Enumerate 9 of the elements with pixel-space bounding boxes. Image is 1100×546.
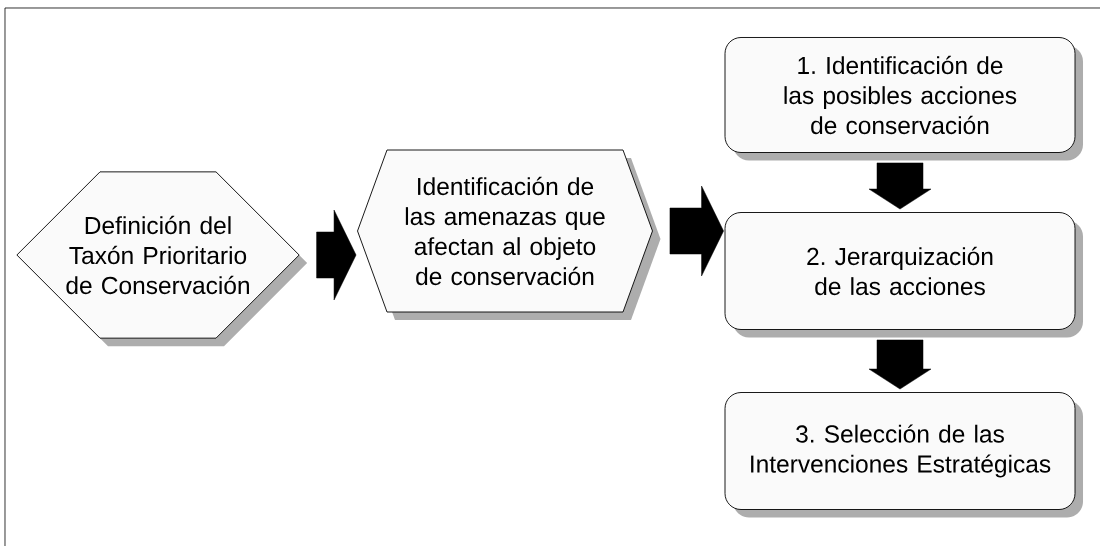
block-arrow bbox=[868, 162, 932, 210]
octagon-box: Definición del Taxón Prioritario de Conservación bbox=[16, 171, 308, 347]
hexagon-box: Identificación de las amenazas que afectan al objeto de conservación bbox=[357, 149, 661, 320]
block-arrow bbox=[868, 339, 932, 390]
process-box: 2. Jerarquización de las acciones bbox=[724, 212, 1083, 338]
block-arrow bbox=[669, 185, 724, 277]
block-arrow bbox=[316, 209, 357, 301]
process-box: 1. Identificación de las posibles acciones de conservación bbox=[724, 37, 1083, 161]
process-box: 3. Selección de las Intervenciones Estratégicas bbox=[724, 392, 1083, 518]
